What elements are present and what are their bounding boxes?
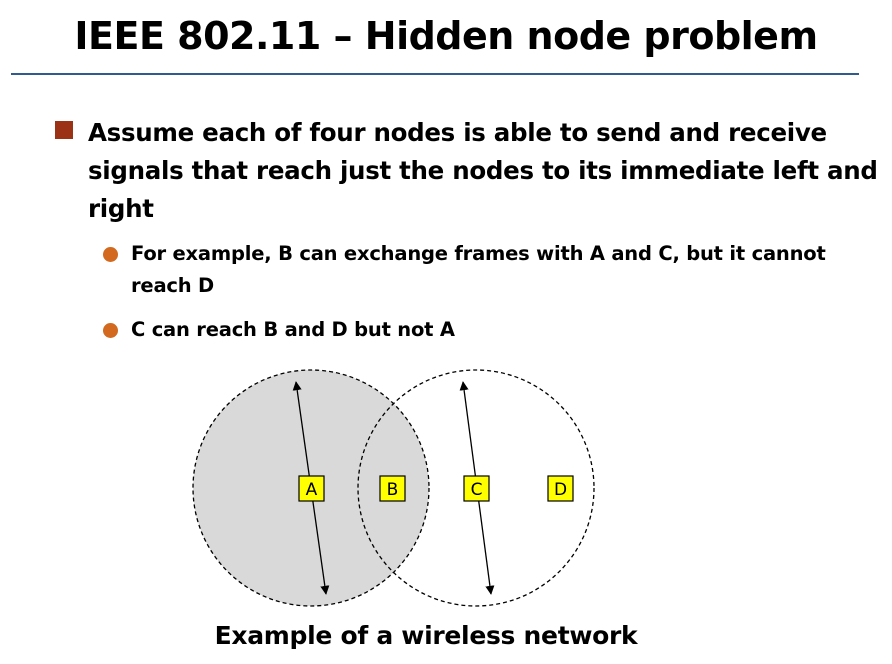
node-b: B	[379, 475, 406, 502]
main-bullet-text: Assume each of four nodes is able to sen…	[88, 118, 878, 223]
page-title: IEEE 802.11 – Hidden node problem	[74, 14, 818, 58]
node-c: C	[463, 475, 490, 502]
diagram-caption: Example of a wireless network	[214, 621, 638, 650]
round-bullet-icon	[103, 247, 118, 262]
node-d: D	[547, 475, 574, 502]
node-a: A	[298, 475, 325, 502]
square-bullet-icon	[55, 121, 73, 139]
node-label-c: C	[471, 480, 483, 500]
round-bullet-icon	[103, 323, 118, 338]
node-label-d: D	[554, 480, 567, 500]
node-label-b: B	[387, 480, 399, 500]
sub-bullet-2: C can reach B and D but not A	[131, 318, 455, 341]
title-divider	[11, 73, 859, 75]
sub-bullet-1: For example, B can exchange frames with …	[131, 242, 826, 297]
range-circle-c	[357, 369, 595, 607]
node-label-a: A	[306, 480, 318, 500]
